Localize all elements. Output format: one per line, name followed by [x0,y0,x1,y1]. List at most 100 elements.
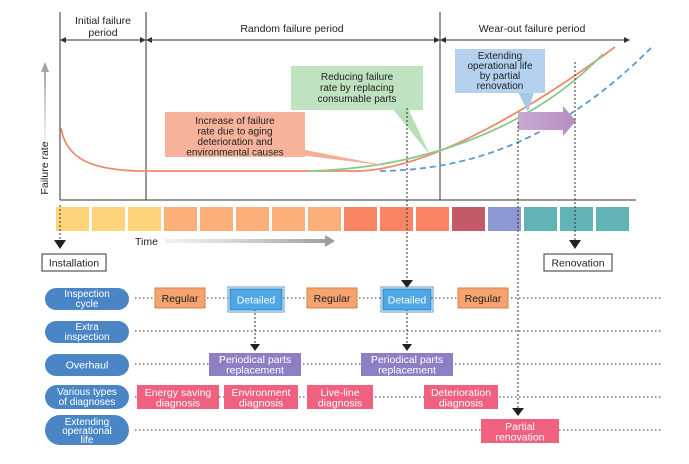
row-label-diagnosis-pill [45,385,129,409]
connector-detailed-arrowhead [401,280,413,288]
timeline-cell [272,207,305,231]
random-period-label: Random failure period [240,23,343,35]
row-label-inspection-2: cycle [76,299,99,310]
callout-aging-line-2: rate due to aging [197,127,272,138]
inspection-detailed-2-label: Detailed [388,295,427,307]
row-label-overhaul-pill [45,354,129,376]
diagnosis-energy-saving-line-2: diagnosis [156,398,200,410]
diagnosis-energy-saving-line-1: Energy saving [145,387,212,399]
rows: Inspection cycle Extra inspection Overha… [45,288,662,446]
x-axis-label: Time [135,236,158,248]
callout-aging-line-4: environmental causes [186,148,283,159]
diagnosis-live-line [307,385,373,409]
timeline-strip [56,207,629,231]
connector-partial-arrowhead [512,408,524,416]
installation-label: Installation [49,258,99,270]
partial-renovation-line-2: renovation [495,432,544,444]
timeline-cell [92,207,125,231]
row-label-diagnosis-1: Various types [57,387,117,398]
y-axis-label: Failure rate [39,141,51,194]
callout-partial-line-3: by partial [480,71,521,82]
timeline-cell [452,207,485,231]
initial-period-label-2: period [88,27,117,39]
diagnosis-environment [224,385,298,409]
diagnosis-deterioration-line-2: diagnosis [439,398,483,410]
callout-partial-line-1: Extending [478,51,522,62]
callout-aging-pointer [300,149,388,166]
curve-initial [60,46,616,172]
connectors [250,108,524,416]
milestones: Installation Renovation [41,62,613,272]
inspection-detailed-1 [229,288,283,311]
row-label-extending-2: operational [62,426,111,437]
installation-marker [54,240,66,249]
y-axis-arrow [41,62,49,150]
inspection-detailed-1-outline [227,286,285,313]
overhaul-box-1-line-1: Periodical parts [219,354,291,366]
axes: Failure rate Time [39,62,636,248]
connector-overhaul2-arrowhead [402,344,412,351]
diagnosis-deterioration [424,385,498,409]
row-label-extending-pill [45,415,129,445]
callout-partial-line-4: renovation [477,81,524,92]
row-label-diagnosis-2: of diagnoses [59,397,116,408]
installation-box [41,253,107,272]
overhaul-box-1-line-2: replacement [226,365,284,377]
diagnosis-deterioration-line-1: Deterioration [431,387,491,399]
callout-aging-box [165,112,305,157]
timeline-cell [416,207,449,231]
activity-boxes: Regular Detailed Regular Detailed Regula… [137,286,559,444]
diagnosis-energy-saving [137,385,219,409]
callout-partial-box [455,49,545,93]
overhaul-box-2-line-1: Periodical parts [371,354,443,366]
row-label-overhaul: Overhaul [66,360,109,372]
inspection-regular-3 [457,287,509,309]
callout-consumable-pointer [392,108,430,155]
renovation-label: Renovation [551,258,604,270]
callouts: Increase of failure rate due to aging de… [165,49,576,166]
callout-partial-line-2: operational life [467,61,532,72]
diagnosis-live-line-line-1: Live-line [320,387,359,399]
initial-period-label-1: Initial failure [75,15,131,27]
inspection-regular-2-label: Regular [314,293,351,305]
timeline-cell [164,207,197,231]
renovation-marker [569,240,581,249]
inspection-detailed-1-label: Detailed [237,295,276,307]
connector-overhaul1-arrowhead [250,344,260,351]
partial-renovation-arrow [518,106,576,136]
row-label-extending-3: life [81,435,94,446]
timeline-cell [488,207,521,231]
diagnosis-live-line-line-2: diagnosis [318,398,362,410]
inspection-regular-3-label: Regular [465,293,502,305]
overhaul-box-2-line-2: replacement [378,365,436,377]
period-header: Initial failure period Random failure pe… [59,12,630,200]
wearout-period-label: Wear-out failure period [479,23,586,35]
inspection-detailed-2-outline [380,286,434,313]
diagnosis-environment-line-2: diagnosis [239,398,283,410]
timeline-cell [128,207,161,231]
row-label-extending-1: Extending [65,417,109,428]
inspection-detailed-2 [382,288,432,311]
row-label-extra-pill [45,321,129,343]
callout-aging-line-1: Increase of failure [195,116,275,127]
curve-consumable [309,53,604,172]
row-label-extra-1: Extra [75,322,99,333]
callout-consumable-line-3: consumable parts [318,94,397,105]
time-arrow [165,235,335,247]
timeline-cell [344,207,377,231]
timeline-cell [200,207,233,231]
renovation-box [543,253,613,272]
curves [60,44,655,172]
timeline-cell [308,207,341,231]
inspection-regular-1 [154,287,206,309]
timeline-cell [380,207,413,231]
partial-renovation-line-1: Partial [505,421,535,433]
overhaul-box-1 [209,353,301,376]
inspection-regular-2 [306,287,358,309]
timeline-cell [596,207,629,231]
diagnosis-environment-line-1: Environment [232,387,291,399]
callout-partial-pointer [518,92,534,112]
timeline-cell [524,207,557,231]
timeline-cell [56,207,89,231]
